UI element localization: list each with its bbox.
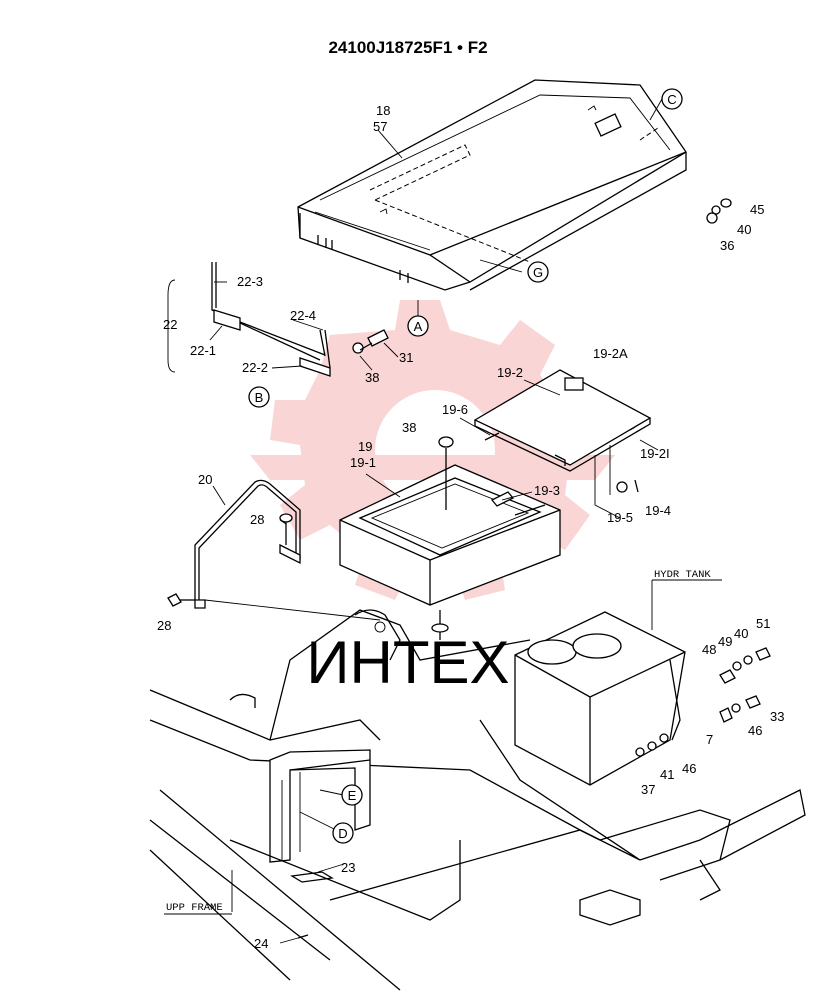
battery-box-19 [339,436,561,640]
label-38-b: 38 [402,420,416,435]
hardware-washers-bolts [635,198,771,757]
callout-C: C [661,88,683,110]
label-40: 40 [737,222,751,237]
upper-frame [149,609,806,991]
label-23: 23 [341,860,355,875]
bolt-31-washer-38 [352,329,389,354]
label-19-5: 19-5 [607,510,633,525]
label-28: 28 [250,512,264,527]
drawing-title: 24100J18725F1 • F2 [328,38,488,57]
label-36: 36 [720,238,734,253]
label-19-2I: 19-2I [640,446,670,461]
label-19: 19 [358,439,372,454]
callout-A: A [407,315,429,337]
label-57: 57 [373,119,387,134]
label-46: 46 [748,723,762,738]
part-labels: 18 57 45 40 36 22-3 22 22-4 22-1 22-2 31… [157,103,784,951]
label-48: 48 [702,642,716,657]
callout-E: E [341,784,363,806]
label-40-b: 40 [734,626,748,641]
caption-upp-frame: UPP FRAME [166,902,223,914]
top-cover [297,79,687,291]
label-7: 7 [706,732,713,747]
bracket-20 [167,479,381,621]
label-22-4: 22-4 [290,308,316,323]
label-22-3: 22-3 [237,274,263,289]
svg-text:B: B [255,390,264,405]
label-19-2A: 19-2A [593,346,628,361]
label-22: 22 [163,317,177,332]
label-51: 51 [756,616,770,631]
svg-text:D: D [338,826,347,841]
callout-B: B [248,386,270,408]
svg-text:A: A [414,319,423,334]
label-19-6: 19-6 [442,402,468,417]
label-22-2: 22-2 [242,360,268,375]
plate-assembly-22 [167,262,331,377]
label-46-b: 46 [682,761,696,776]
callout-D: D [332,822,354,844]
label-19-1: 19-1 [350,455,376,470]
callout-G: G [527,261,549,283]
label-28-b: 28 [157,618,171,633]
label-38: 38 [365,370,379,385]
label-19-4: 19-4 [645,503,671,518]
svg-text:C: C [667,92,676,107]
label-18: 18 [376,103,390,118]
caption-hydr-tank: HYDR TANK [654,569,711,581]
label-20: 20 [198,472,212,487]
svg-text:G: G [533,265,543,280]
label-19-2: 19-2 [497,365,523,380]
label-37: 37 [641,782,655,797]
label-33: 33 [770,709,784,724]
label-49: 49 [718,634,732,649]
label-19-3: 19-3 [534,483,560,498]
label-45: 45 [750,202,764,217]
label-24: 24 [254,936,268,951]
label-41: 41 [660,767,674,782]
label-22-1: 22-1 [190,343,216,358]
cover-plate-19-2 [473,369,652,519]
svg-text:E: E [348,788,357,803]
label-31: 31 [399,350,413,365]
hydraulic-tank [514,611,736,786]
